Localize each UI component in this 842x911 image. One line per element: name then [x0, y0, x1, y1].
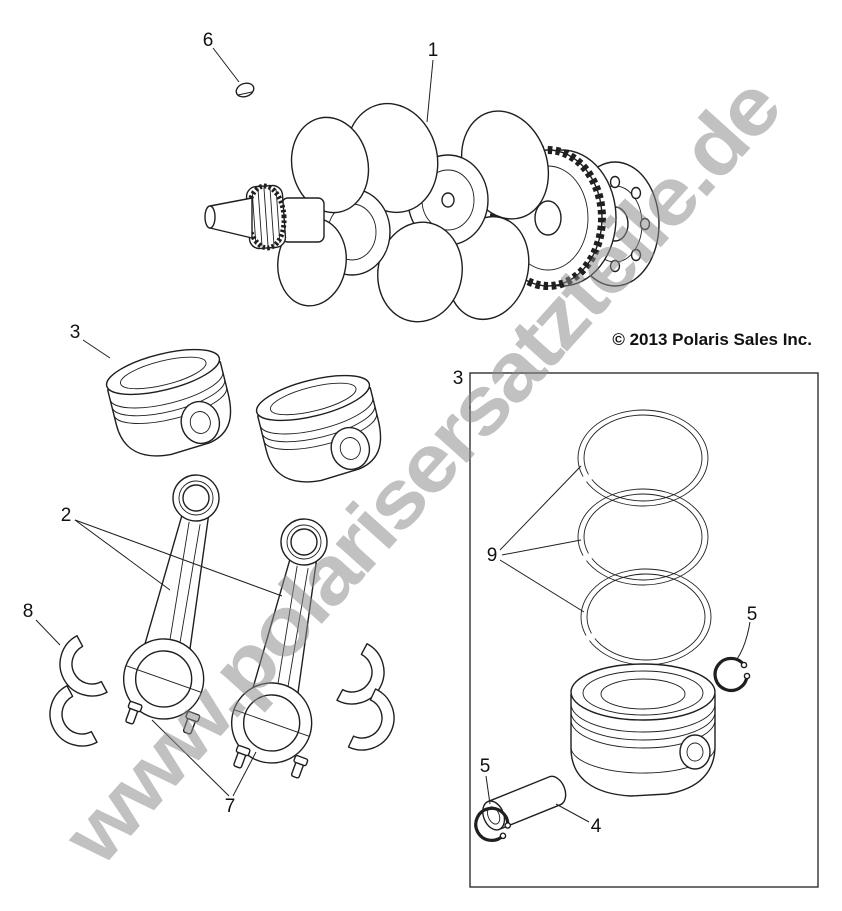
pin-boss [180, 400, 221, 445]
piston-crown [105, 348, 221, 396]
leader-6 [212, 47, 240, 83]
crankshaft-part [204, 102, 660, 323]
ring-gap [581, 629, 605, 643]
wrist-pin-part [482, 775, 567, 831]
leader-lines [35, 47, 751, 823]
callout-6-dowel: 6 [203, 30, 214, 51]
leader-5-upper [736, 621, 751, 660]
ring-gap [578, 470, 602, 484]
counterweight-lobe [290, 116, 370, 214]
leader-4 [555, 803, 590, 823]
crankshaft-nose [209, 197, 253, 239]
copyright-text: © 2013 Polaris Sales Inc. [612, 330, 812, 349]
piston-detail-part [570, 663, 716, 797]
callout-2-connecting-rod: 2 [61, 505, 72, 526]
piston-crown [570, 663, 716, 721]
callout-7-rod-bolts: 7 [225, 796, 236, 817]
rod-bolt [233, 744, 251, 769]
leader-7a [151, 719, 230, 797]
leader-8 [35, 619, 61, 646]
leader-9b [501, 539, 582, 556]
crankshaft-shaft [281, 197, 325, 243]
callout-5-circlip-bottom: 5 [480, 756, 491, 777]
piston-crown [255, 374, 371, 422]
piston-rings-part [577, 409, 712, 666]
leader-7b [232, 751, 257, 797]
bearing-shell [59, 635, 108, 697]
leader-9c [499, 559, 585, 613]
counterweight-lobe [377, 221, 463, 323]
rod-bolt [290, 754, 309, 779]
callout-9-rings: 9 [487, 545, 498, 566]
bearing-shell [347, 688, 395, 751]
callout-3-piston-box: 3 [453, 368, 464, 389]
circlip-lower-part [474, 806, 512, 842]
rod-bolt [125, 700, 143, 725]
callout-4-piston-pin: 4 [591, 816, 602, 837]
leader-9a [499, 465, 582, 551]
leader-1 [426, 59, 434, 123]
piston-left-1 [105, 348, 232, 457]
connecting-rods-part [122, 474, 328, 779]
piston-pair-part [105, 348, 382, 483]
piston-assembly-box [469, 372, 819, 888]
gear-teeth [490, 146, 606, 290]
piston-ring [580, 568, 712, 666]
rod-bolt [182, 710, 201, 735]
dowel-pin-part [235, 82, 255, 98]
pin-boss [330, 426, 371, 471]
callout-8-bearing: 8 [23, 601, 34, 622]
callout-1-crankshaft: 1 [428, 40, 439, 61]
ring-gap [578, 549, 602, 563]
piston-left-2 [255, 374, 382, 483]
crankshaft-spline [245, 183, 287, 251]
piston-ring [577, 409, 709, 507]
circlip-upper-part [713, 656, 751, 693]
callout-3-pistons: 3 [70, 322, 81, 343]
callout-labels: 6 1 3 2 8 7 3 9 5 5 4 [23, 30, 758, 837]
piston-pin-hole [679, 734, 711, 770]
connecting-rod-1 [122, 474, 220, 735]
leader-2a [74, 519, 171, 591]
connecting-rod-2 [230, 518, 328, 779]
bearing-shell [336, 643, 385, 705]
leader-2b [74, 519, 283, 597]
bearing-shells-part [49, 635, 395, 751]
piston-ring [577, 488, 709, 586]
leader-3-left [82, 339, 111, 359]
leader-5-lower [485, 775, 491, 805]
callout-5-circlip-top: 5 [747, 604, 758, 625]
piston-body [570, 693, 716, 797]
bearing-shell [49, 685, 98, 747]
